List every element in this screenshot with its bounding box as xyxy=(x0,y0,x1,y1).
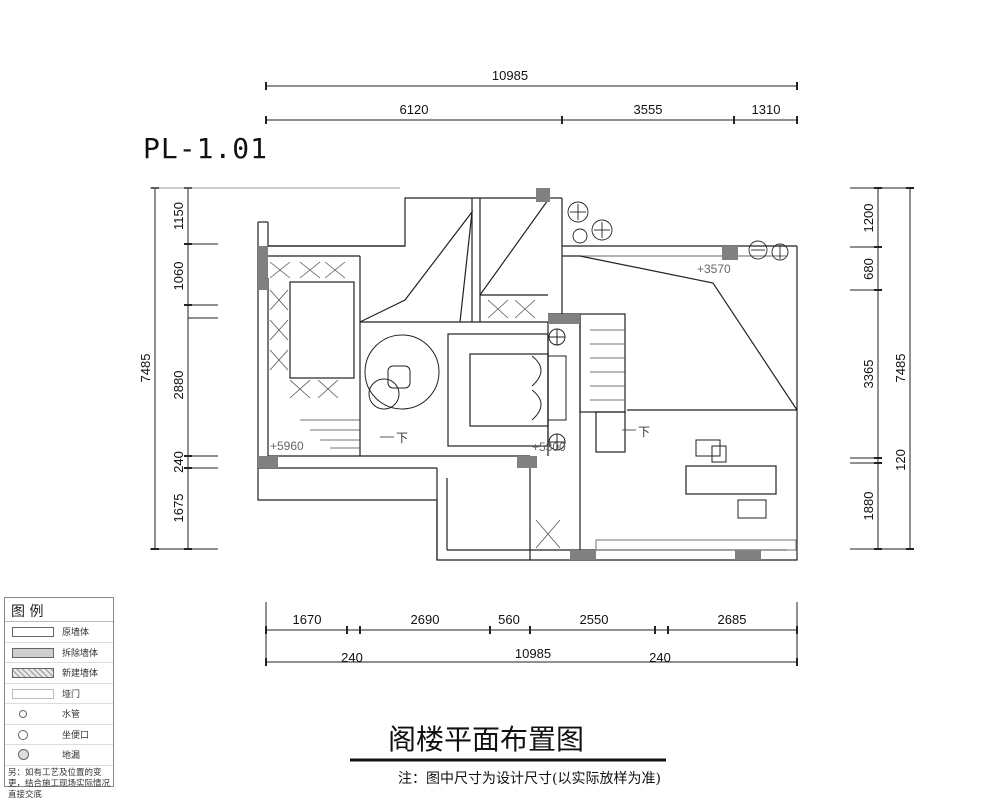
new-wall-swatch-icon xyxy=(12,668,54,678)
dim-left-seg-4: 240 xyxy=(171,451,186,473)
legend-label: 原墙体 xyxy=(62,628,90,638)
dim-bottom-wall-right: 240 xyxy=(649,650,671,665)
door-opening-swatch-icon xyxy=(12,688,54,699)
legend-row: 水管 xyxy=(5,704,113,725)
floor-drain-circle-icon xyxy=(18,749,29,760)
dim-left-total: 7485 xyxy=(138,354,153,383)
level-mark-5300: +5300 xyxy=(532,440,566,454)
legend-panel: 图 例 原墙体 拆除墙体 新建墙体 垭门 水管 坐便口 地漏 另：如有工艺及位置… xyxy=(4,597,114,800)
level-mark-3570: +3570 xyxy=(697,262,731,276)
demolished-wall-swatch-icon xyxy=(12,647,54,658)
dim-bottom-total: 10985 xyxy=(515,646,551,661)
dim-right-seg-1: 1200 xyxy=(861,204,876,233)
legend-label: 地漏 xyxy=(62,751,81,761)
legend-label: 垭门 xyxy=(62,689,81,700)
toilet-outlet-circle-icon xyxy=(18,729,28,740)
dim-bottom-seg-5: 2685 xyxy=(718,612,747,627)
drawing-title: 阁楼平面布置图 xyxy=(388,723,585,756)
water-pipe-circle-icon xyxy=(19,710,27,718)
dim-bottom-seg-2: 2690 xyxy=(411,612,440,627)
legend-label: 坐便口 xyxy=(62,730,90,741)
legend-row: 拆除墙体 xyxy=(5,643,113,663)
dim-top-seg-3: 1310 xyxy=(752,102,781,117)
legend-row: 坐便口 xyxy=(5,725,113,745)
legend-footnote: 另：如有工艺及位置的变更，结合施工现场实际情况直接交底 xyxy=(8,767,111,800)
dim-bottom-seg-1: 1670 xyxy=(293,612,322,627)
legend-row: 垭门 xyxy=(5,684,113,704)
drawing-code: PL-1.01 xyxy=(143,132,269,165)
dim-top-seg-2: 3555 xyxy=(634,102,663,117)
legend-row: 原墙体 xyxy=(5,622,113,643)
dim-left-seg-3: 2880 xyxy=(171,371,186,400)
dim-top-seg-1: 6120 xyxy=(400,102,429,117)
dim-left-seg-2: 1060 xyxy=(171,262,186,291)
dim-right-seg-2: 680 xyxy=(861,258,876,280)
dim-bottom-seg-4: 2550 xyxy=(580,612,609,627)
dim-left-seg-1: 1150 xyxy=(171,202,186,230)
dim-right-seg-4: 120 xyxy=(893,449,908,471)
drawing-note: 注：图中尺寸为设计尺寸(以实际放样为准) xyxy=(398,771,661,787)
level-mark-5960: +5960 xyxy=(270,439,304,453)
stair-down-label-right: 下 xyxy=(638,425,650,439)
legend-heading: 图 例 xyxy=(5,598,113,622)
original-wall-swatch-icon xyxy=(12,627,54,637)
stair-down-label-left: 下 xyxy=(396,431,408,445)
dim-left-seg-5: 1675 xyxy=(171,494,186,523)
legend-label: 拆除墙体 xyxy=(62,648,99,659)
legend-label: 新建墙体 xyxy=(62,669,99,679)
dim-top-total: 10985 xyxy=(492,68,528,83)
dim-right-total: 7485 xyxy=(893,354,908,383)
legend-label: 水管 xyxy=(62,710,81,720)
dim-bottom-seg-3: 560 xyxy=(498,612,520,627)
legend-row: 地漏 xyxy=(5,745,113,766)
dim-bottom-wall-left: 240 xyxy=(341,650,363,665)
legend-row: 新建墙体 xyxy=(5,663,113,684)
dim-right-seg-5: 1880 xyxy=(861,492,876,521)
dim-right-seg-3: 3365 xyxy=(861,360,876,389)
